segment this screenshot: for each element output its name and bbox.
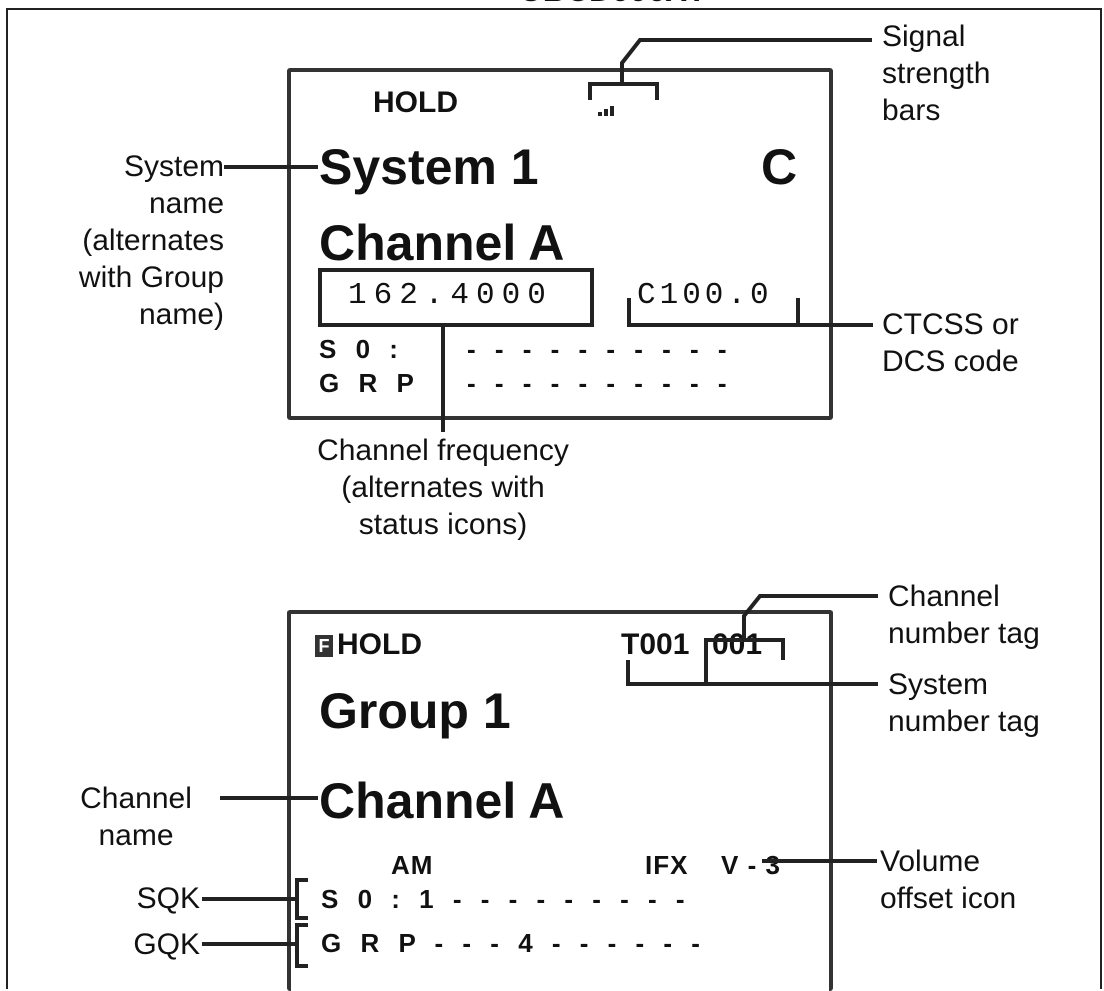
function-icon: F xyxy=(315,635,333,657)
signal-strength-label: Signal strength bars xyxy=(882,20,991,127)
channel-name: Channel A xyxy=(319,773,565,829)
sqk-row-label: S 0 : xyxy=(319,334,404,364)
gqk-row-label: G R P xyxy=(319,368,420,398)
diagram-frame: UBCD996XT xyxy=(6,0,1102,989)
frequency-box xyxy=(318,268,594,327)
system-number-bracket xyxy=(626,660,708,686)
channel-frequency: 162.4000 xyxy=(348,278,553,313)
volume-offset-label: Volume offset icon xyxy=(880,845,1017,915)
modulation-indicator: AM xyxy=(391,850,434,880)
lcd-display-scan-system: HOLD System 1 C Channel A 162.4000 C100.… xyxy=(287,68,833,420)
gqk-row-dashes: - - - - - - - - - - xyxy=(467,368,733,398)
channel-name-label: Channel name xyxy=(80,782,192,852)
mode-letter: C xyxy=(761,139,798,195)
channel-frequency-label: Channel frequency (alternates with statu… xyxy=(317,434,569,541)
system-name: System 1 xyxy=(319,139,539,195)
gqk-label: GQK xyxy=(133,928,200,961)
channel-number-bracket xyxy=(704,638,785,660)
volume-offset-icon: V - 3 xyxy=(721,850,781,880)
system-number-tag-label: System number tag xyxy=(888,668,1040,738)
channel-number-tag: 001 xyxy=(712,628,763,661)
gqk-bracket xyxy=(295,923,308,968)
channel-name: Channel A xyxy=(319,215,565,271)
signal-bars-icon xyxy=(598,102,618,116)
system-name-label: System name (alternates with Group name) xyxy=(78,150,224,331)
system-number-tag: T001 xyxy=(621,628,690,661)
gqk-row: G R P - - - 4 - - - - - - xyxy=(321,928,706,958)
signal-callout-line xyxy=(620,38,872,84)
channel-number-tag-label: Channel number tag xyxy=(888,580,1040,650)
sqk-row-dashes: - - - - - - - - - - xyxy=(467,334,733,364)
sqk-row: S 0 : 1 - - - - - - - - - xyxy=(321,884,691,914)
diagram-title: UBCD996XT xyxy=(488,0,738,9)
hold-indicator: HOLD xyxy=(373,86,458,119)
ifx-indicator: IFX xyxy=(645,850,689,880)
ctcss-label: CTCSS or DCS code xyxy=(882,308,1019,378)
ctcss-code: C100.0 xyxy=(637,278,773,313)
sqk-bracket xyxy=(295,878,308,920)
hold-text: HOLD xyxy=(337,628,422,661)
signal-bracket xyxy=(588,82,659,100)
ctcss-bracket xyxy=(627,298,800,327)
group-name: Group 1 xyxy=(319,683,511,739)
channel-number-callout-line xyxy=(742,594,878,640)
sqk-label: SQK xyxy=(136,882,200,915)
